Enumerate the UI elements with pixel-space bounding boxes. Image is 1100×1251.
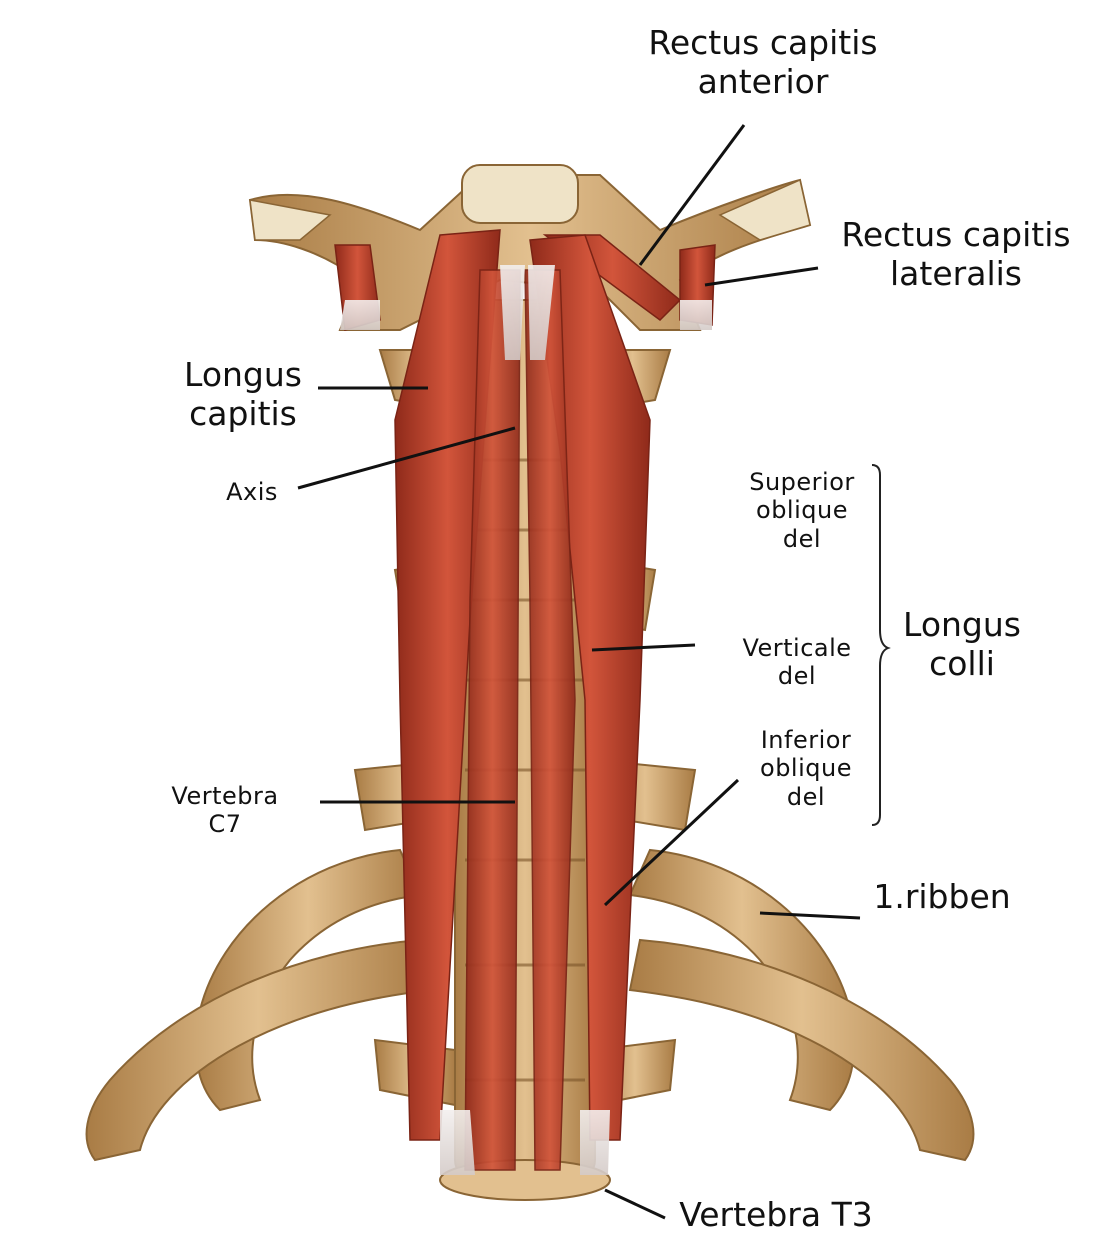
leader-ribben [759, 911, 861, 920]
label-longus-capitis: Longus capitis [184, 355, 302, 433]
longus-colli-vertical [524, 269, 576, 1171]
leader-rectus-capitis-lateralis [704, 266, 819, 287]
label-superior-oblique: Superior oblique del [749, 468, 855, 553]
second-rib-right [628, 938, 975, 1162]
label-rectus-capitis-anterior: Rectus capitis anterior [648, 23, 878, 101]
label-ribben: 1.ribben [873, 877, 1011, 916]
first-rib-left [195, 848, 422, 1112]
label-vertebra-c7: Vertebra C7 [171, 782, 279, 839]
label-verticale: Verticale del [742, 634, 852, 691]
tendons [340, 265, 712, 1175]
leader-vertebra-t3 [604, 1188, 666, 1220]
leader-axis [297, 426, 516, 490]
label-longus-colli: Longus colli [903, 605, 1021, 683]
basilar-section [461, 164, 579, 224]
first-rib-right [628, 848, 855, 1112]
label-axis: Axis [226, 478, 278, 506]
leader-rectus-capitis-anterior [638, 124, 746, 266]
leader-inferior-oblique [603, 778, 740, 907]
muscles [334, 229, 716, 1171]
longus-colli-bracket [871, 464, 891, 826]
label-vertebra-t3: Vertebra T3 [679, 1195, 873, 1234]
label-inferior-oblique: Inferior oblique del [760, 726, 852, 811]
ribs [85, 848, 975, 1162]
leader-verticale [591, 643, 696, 652]
leader-lines [297, 124, 861, 1220]
second-rib-left [85, 938, 432, 1162]
label-rectus-capitis-lateralis: Rectus capitis lateralis [841, 215, 1071, 293]
